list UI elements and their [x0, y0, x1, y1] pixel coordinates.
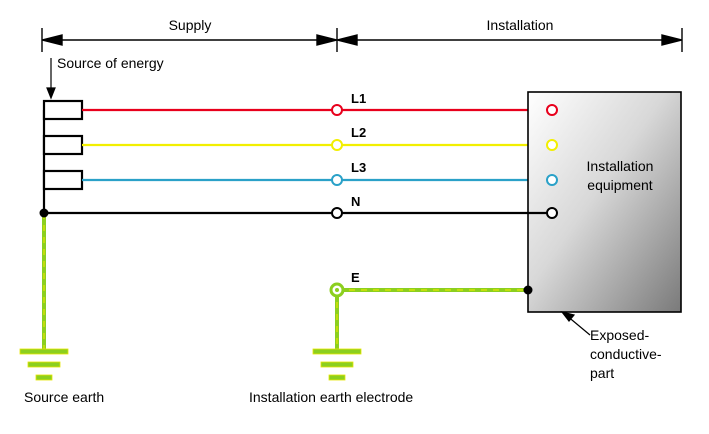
exposed-conductive-part-pointer — [560, 310, 591, 336]
protective-earth-conductor — [329, 282, 533, 350]
exposed-conductive-part-label-line1: Exposed- — [590, 327, 649, 343]
line-l3 — [82, 174, 558, 186]
conductor-label-l3: L3 — [351, 160, 366, 175]
installation-equipment-label-line1: Installation — [587, 158, 654, 174]
source-of-energy-arrow — [46, 58, 56, 100]
re-draw-phase-terminals — [546, 104, 558, 186]
source-of-energy-label: Source of energy — [57, 55, 164, 71]
line-l1 — [82, 104, 558, 116]
installation-equipment-label-line2: equipment — [587, 177, 652, 193]
source-windings — [42, 99, 84, 213]
supply-dimension — [41, 28, 683, 52]
conductor-label-n: N — [351, 194, 360, 209]
conductor-label-l1: L1 — [351, 91, 366, 106]
installation-earth-symbol — [312, 348, 362, 381]
source-earth-label: Source earth — [24, 389, 104, 405]
exposed-conductive-part-label-line3: part — [590, 365, 614, 381]
line-l2 — [82, 139, 558, 151]
source-earth-symbol — [19, 348, 69, 381]
conductor-label-e: E — [351, 270, 360, 285]
line-n — [39, 207, 558, 219]
installation-equipment-box — [527, 91, 682, 313]
installation-label: Installation — [487, 17, 554, 33]
installation-earth-electrode-label: Installation earth electrode — [249, 389, 413, 405]
supply-label: Supply — [169, 17, 212, 33]
exposed-conductive-part-label-line2: conductive- — [590, 346, 662, 362]
conductor-label-l2: L2 — [351, 125, 366, 140]
